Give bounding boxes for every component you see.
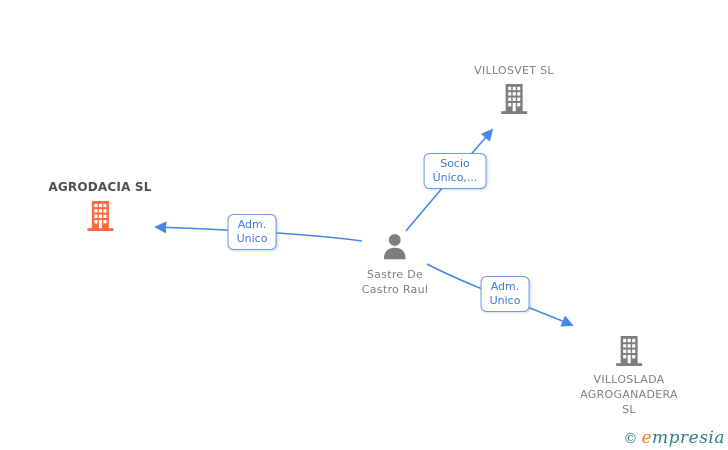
edge-label-socio-unico[interactable]: Socio Único,... [423, 153, 487, 189]
building-icon [501, 84, 527, 114]
edge-label-text: Socio [440, 157, 470, 170]
edge-label-adm-unico-1[interactable]: Adm. Unico [227, 214, 277, 250]
edge-label-adm-unico-2[interactable]: Adm. Unico [480, 276, 530, 312]
node-villoslada-label-line2: AGROGANADERA [580, 388, 678, 401]
node-villosvet-label: VILLOSVET SL [474, 64, 554, 77]
node-villosvet[interactable]: VILLOSVET SL [474, 63, 554, 115]
brand-initial: e [641, 428, 652, 448]
node-villoslada[interactable]: VILLOSLADA AGROGANADERA SL [580, 335, 678, 417]
copyright-icon: © [623, 431, 638, 447]
edge-label-text: Adm. [490, 280, 520, 293]
building-icon [86, 201, 113, 231]
node-agrodacia[interactable]: AGRODACIA SL [48, 180, 151, 232]
edge-label-text: Único,... [432, 171, 478, 184]
brand-name: mpresia [652, 428, 725, 448]
node-person-label-line2: Castro Raul [361, 283, 429, 296]
node-person-label-line1: Sastre De [366, 268, 424, 281]
empresia-watermark: ©empresia [623, 428, 725, 448]
edge-label-text: Unico [236, 232, 268, 245]
edge-label-text: Adm. [237, 218, 267, 231]
node-person-sastre[interactable]: Sastre De Castro Raul [362, 232, 428, 297]
person-icon [384, 234, 406, 260]
node-agrodacia-label: AGRODACIA SL [48, 180, 152, 194]
node-villoslada-label-line3: SL [622, 403, 636, 416]
building-icon [615, 336, 642, 366]
node-villoslada-label-line1: VILLOSLADA [593, 373, 665, 386]
edge-label-text: Unico [489, 294, 521, 307]
